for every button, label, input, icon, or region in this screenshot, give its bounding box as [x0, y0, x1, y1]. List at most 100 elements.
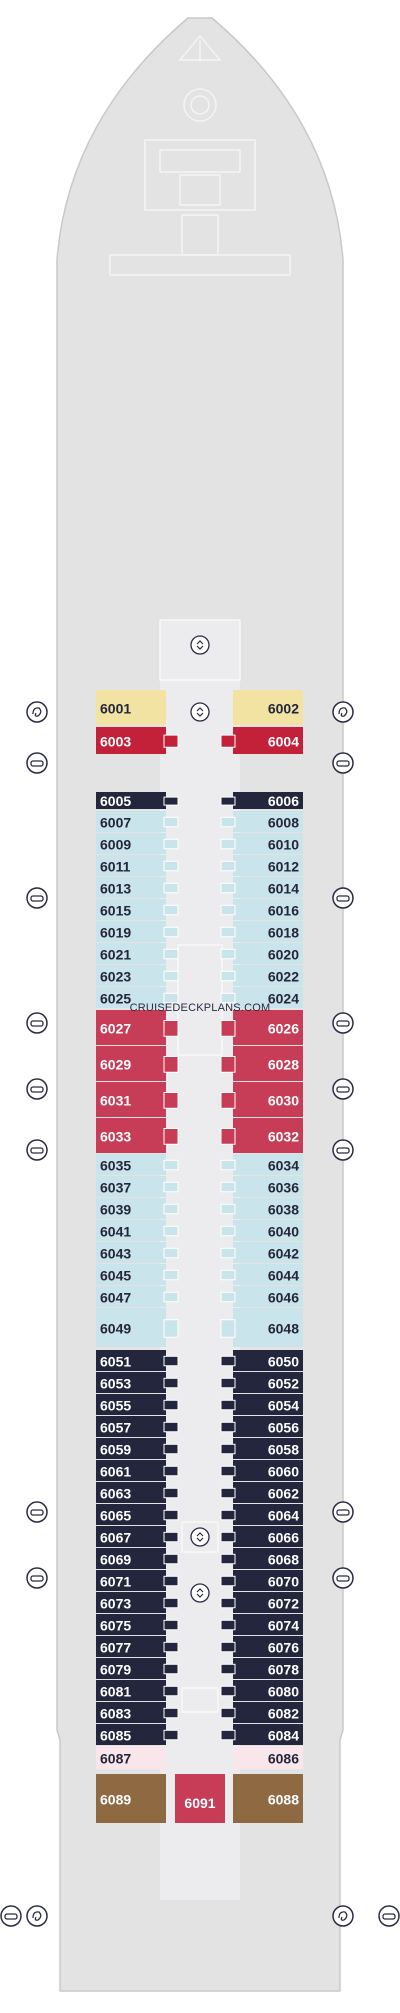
cabin-6091[interactable]: 6091	[175, 1774, 225, 1823]
cabin-6016[interactable]: 6016	[220, 899, 303, 920]
cabin-6069[interactable]: 6069	[96, 1548, 179, 1569]
cabin-6081[interactable]: 6081	[96, 1680, 179, 1701]
cabin-6043[interactable]: 6043	[96, 1242, 179, 1263]
balcony-mark	[220, 992, 236, 1004]
cabin-6006[interactable]: 6006	[220, 792, 303, 809]
cabin-6055[interactable]: 6055	[96, 1394, 179, 1415]
cabin-6058[interactable]: 6058	[220, 1438, 303, 1459]
cabin-6044[interactable]: 6044	[220, 1264, 303, 1285]
cabin-6009[interactable]: 6009	[96, 833, 179, 854]
cabin-6077[interactable]: 6077	[96, 1636, 179, 1657]
cabin-6020[interactable]: 6020	[220, 943, 303, 964]
cabin-6032[interactable]: 6032	[220, 1118, 303, 1153]
cabin-6002[interactable]: 6002	[233, 690, 303, 725]
cabin-6076[interactable]: 6076	[220, 1636, 303, 1657]
cabin-6036[interactable]: 6036	[220, 1176, 303, 1197]
cabin-6086[interactable]: 6086	[233, 1746, 303, 1769]
cabin-6054[interactable]: 6054	[220, 1394, 303, 1415]
cabin-6063[interactable]: 6063	[96, 1482, 179, 1503]
cabin-6013[interactable]: 6013	[96, 877, 179, 898]
cabin-6011[interactable]: 6011	[96, 855, 179, 876]
cabin-6042[interactable]: 6042	[220, 1242, 303, 1263]
cabin-6070[interactable]: 6070	[220, 1570, 303, 1591]
cabin-6038[interactable]: 6038	[220, 1198, 303, 1219]
cabin-6053[interactable]: 6053	[96, 1372, 179, 1393]
cabin-6067[interactable]: 6067	[96, 1526, 179, 1547]
cabin-6071[interactable]: 6071	[96, 1570, 179, 1591]
bow-structure	[109, 34, 291, 276]
cabin-6048[interactable]: 6048	[220, 1308, 303, 1347]
cabin-6001[interactable]: 6001	[96, 690, 166, 725]
cabin-6015[interactable]: 6015	[96, 899, 179, 920]
cabin-6057[interactable]: 6057	[96, 1416, 179, 1437]
cabin-number: 6062	[268, 1486, 299, 1502]
cabin-6051[interactable]: 6051	[96, 1350, 179, 1371]
cabin-6082[interactable]: 6082	[220, 1702, 303, 1723]
cabin-6026[interactable]: 6026	[220, 1010, 303, 1045]
cabin-6008[interactable]: 6008	[220, 811, 303, 832]
cabin-6022[interactable]: 6022	[220, 965, 303, 986]
cabin-6046[interactable]: 6046	[220, 1286, 303, 1307]
cabin-6052[interactable]: 6052	[220, 1372, 303, 1393]
cabin-6018[interactable]: 6018	[220, 921, 303, 942]
cabin-6065[interactable]: 6065	[96, 1504, 179, 1525]
cabin-6027[interactable]: 6027	[96, 1010, 179, 1045]
cabin-6088[interactable]: 6088	[233, 1774, 303, 1823]
cabin-number: 6048	[268, 1321, 299, 1337]
cabin-6014[interactable]: 6014	[220, 877, 303, 898]
cabin-6062[interactable]: 6062	[220, 1482, 303, 1503]
cabin-6087[interactable]: 6087	[96, 1746, 166, 1769]
balcony-mark	[163, 816, 179, 828]
cabin-6030[interactable]: 6030	[220, 1082, 303, 1117]
cabin-6059[interactable]: 6059	[96, 1438, 179, 1459]
cabin-6028[interactable]: 6028	[220, 1046, 303, 1081]
cabin-6084[interactable]: 6084	[220, 1724, 303, 1745]
cabin-6050[interactable]: 6050	[220, 1350, 303, 1371]
balcony-mark	[163, 1056, 179, 1073]
cabin-6025[interactable]: 6025	[96, 987, 179, 1008]
cabin-6012[interactable]: 6012	[220, 855, 303, 876]
balcony-mark	[220, 1355, 236, 1367]
cabin-6074[interactable]: 6074	[220, 1614, 303, 1635]
cabin-6049[interactable]: 6049	[96, 1308, 179, 1347]
balcony-mark	[163, 1203, 179, 1215]
cabin-6078[interactable]: 6078	[220, 1658, 303, 1679]
cabin-6019[interactable]: 6019	[96, 921, 179, 942]
cabin-6033[interactable]: 6033	[96, 1118, 179, 1153]
cabin-6031[interactable]: 6031	[96, 1082, 179, 1117]
cabin-6004[interactable]: 6004	[220, 727, 303, 754]
cabin-6080[interactable]: 6080	[220, 1680, 303, 1701]
cabin-6061[interactable]: 6061	[96, 1460, 179, 1481]
cabin-6024[interactable]: 6024	[220, 987, 303, 1008]
cabin-6010[interactable]: 6010	[220, 833, 303, 854]
cabin-6079[interactable]: 6079	[96, 1658, 179, 1679]
cabin-number: 6036	[268, 1180, 299, 1196]
cabin-6075[interactable]: 6075	[96, 1614, 179, 1635]
cabin-6007[interactable]: 6007	[96, 811, 179, 832]
cabin-6056[interactable]: 6056	[220, 1416, 303, 1437]
cabin-6003[interactable]: 6003	[96, 727, 179, 754]
cabin-6039[interactable]: 6039	[96, 1198, 179, 1219]
cabin-6066[interactable]: 6066	[220, 1526, 303, 1547]
cabin-6034[interactable]: 6034	[220, 1154, 303, 1175]
cabin-6040[interactable]: 6040	[220, 1220, 303, 1241]
cabin-6089[interactable]: 6089	[96, 1774, 166, 1823]
cabin-6037[interactable]: 6037	[96, 1176, 179, 1197]
cabin-6041[interactable]: 6041	[96, 1220, 179, 1241]
cabin-6047[interactable]: 6047	[96, 1286, 179, 1307]
cabin-6085[interactable]: 6085	[96, 1724, 179, 1745]
cabin-6021[interactable]: 6021	[96, 943, 179, 964]
cabin-6060[interactable]: 6060	[220, 1460, 303, 1481]
cabin-number: 6043	[100, 1246, 131, 1262]
cabin-6083[interactable]: 6083	[96, 1702, 179, 1723]
lifeboat-icon	[26, 887, 48, 909]
cabin-6005[interactable]: 6005	[96, 792, 179, 809]
cabin-6068[interactable]: 6068	[220, 1548, 303, 1569]
cabin-6045[interactable]: 6045	[96, 1264, 179, 1285]
cabin-6073[interactable]: 6073	[96, 1592, 179, 1613]
cabin-6023[interactable]: 6023	[96, 965, 179, 986]
cabin-6072[interactable]: 6072	[220, 1592, 303, 1613]
cabin-6035[interactable]: 6035	[96, 1154, 179, 1175]
cabin-6029[interactable]: 6029	[96, 1046, 179, 1081]
cabin-6064[interactable]: 6064	[220, 1504, 303, 1525]
